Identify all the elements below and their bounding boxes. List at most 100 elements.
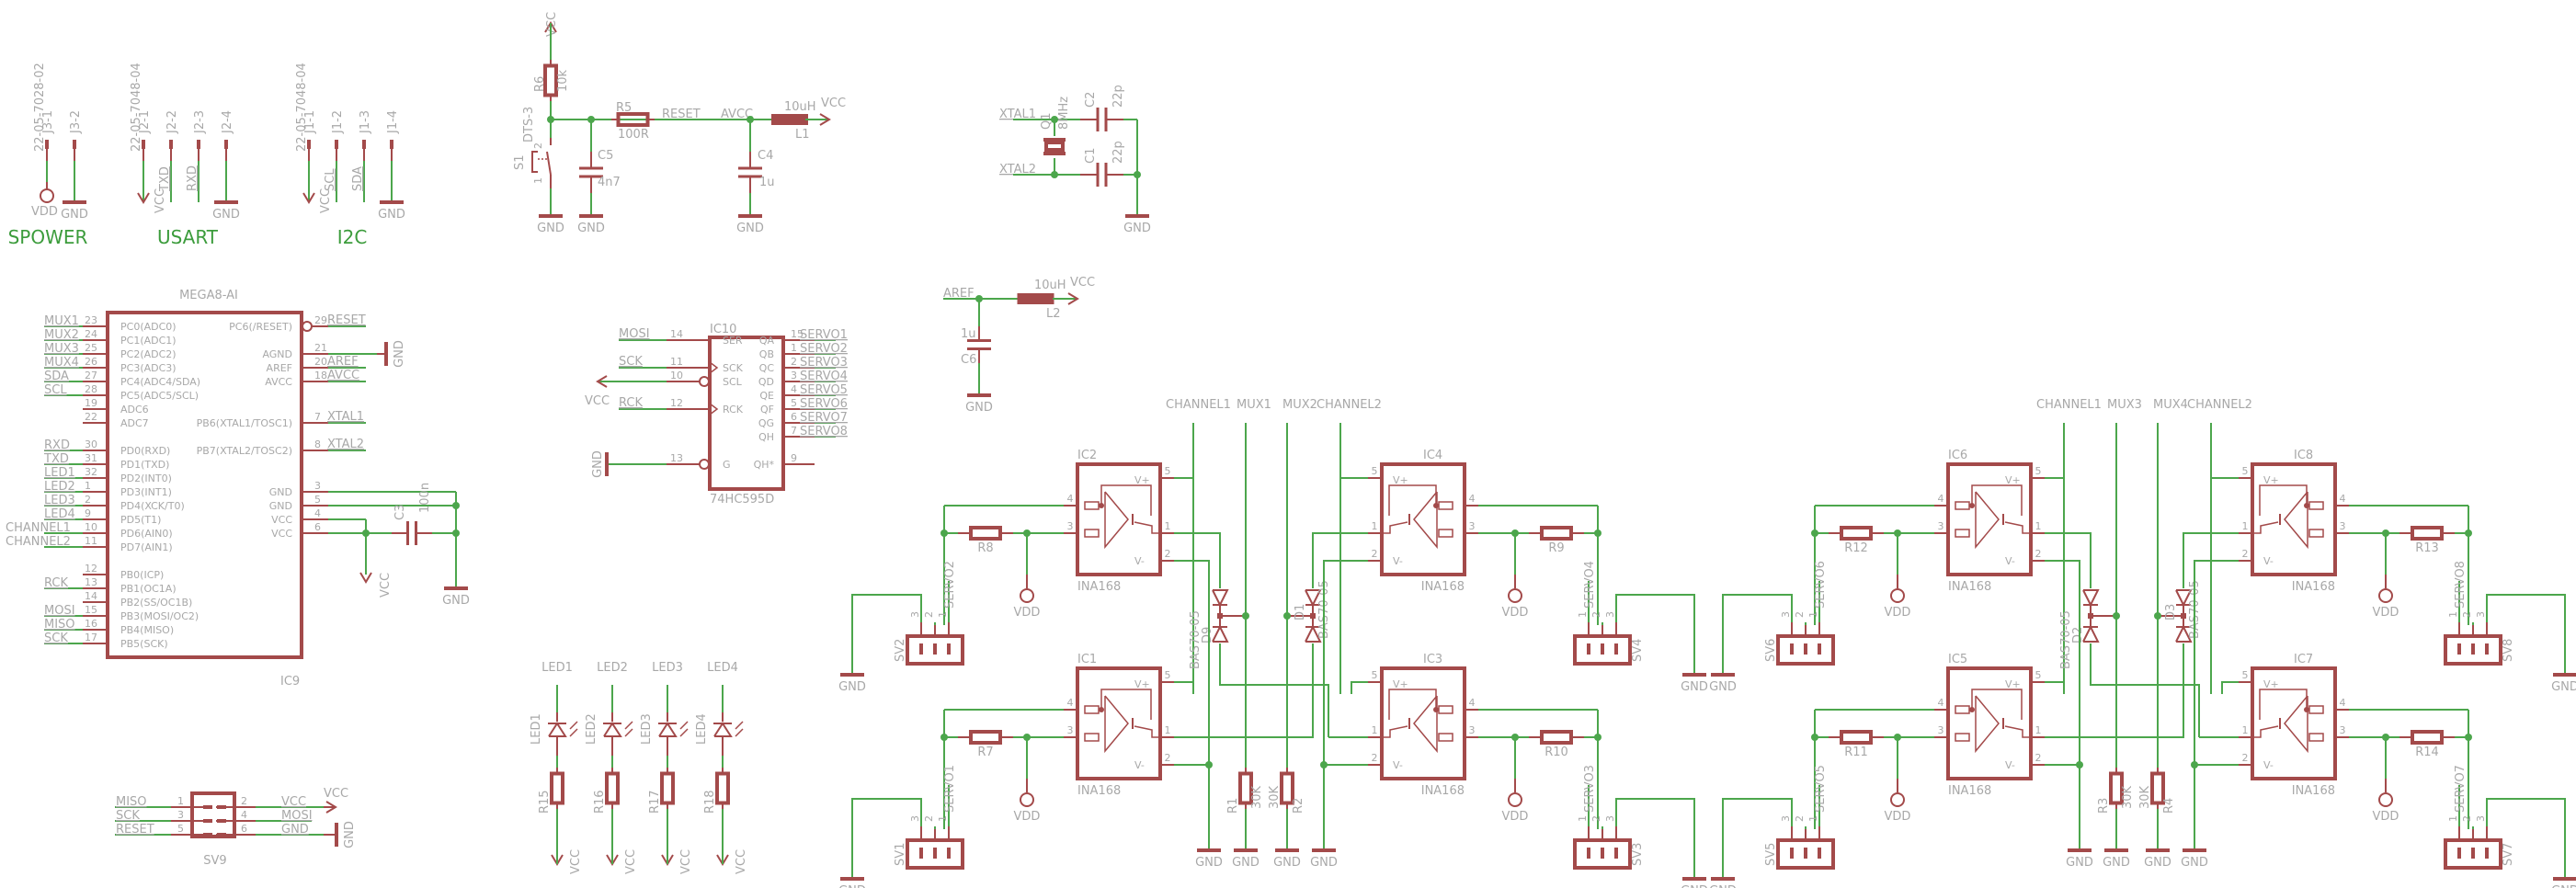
cap-plate-icon: [579, 175, 603, 178]
pin-label: J1-4: [386, 110, 400, 134]
resistor-body-icon: [1840, 526, 1873, 541]
internal-resistor-icon: [2308, 529, 2324, 538]
pin-function: GND: [269, 486, 292, 498]
sv-name: SV8: [2502, 639, 2515, 662]
ic9-name: IC9: [280, 675, 300, 689]
vdd-circle-icon: [2378, 792, 2393, 807]
ic-value: INA168: [1948, 784, 1991, 798]
led-name: LED1: [530, 713, 543, 745]
ic-name: IC4: [1423, 449, 1442, 462]
led-triangle-icon: [658, 722, 678, 737]
pin-number: 1: [937, 815, 949, 822]
pin-function: PD7(AIN1): [120, 541, 173, 553]
ic-name: IC5: [1948, 653, 1967, 666]
junction-dot: [362, 529, 370, 537]
pin-function: PC3(ADC3): [120, 362, 177, 374]
diode-name: D1: [1294, 604, 1307, 620]
pin-number: 3: [1604, 611, 1616, 618]
schematic-layer: 22-05-7028-02J3-1VDDJ3-2GNDSPOWER22-05-7…: [6, 12, 2576, 888]
vminus-label: V-: [2263, 759, 2274, 771]
pin-number: 3: [1780, 611, 1792, 618]
net-label: SCK: [44, 632, 68, 645]
sv-name: SV6: [1764, 639, 1778, 662]
pin-pad-icon: [217, 819, 226, 823]
pin-number: 6: [241, 823, 247, 835]
pin-function: QD: [758, 376, 774, 388]
inductor-body-icon: [1017, 293, 1054, 304]
pin-pad-icon: [1804, 848, 1807, 859]
pin-number: 12: [85, 563, 97, 575]
pin-pad-icon: [1587, 643, 1590, 655]
pulldown-resistor-icon: [1238, 768, 1253, 809]
sense-resistor-name: R12: [1844, 541, 1868, 555]
vdd-circle-icon: [2378, 588, 2393, 603]
pin-number: 2: [923, 611, 935, 618]
sv9-name: SV9: [203, 854, 226, 868]
gnd-label: GND: [838, 884, 866, 888]
xtal2-label: XTAL2: [999, 163, 1036, 176]
wire: [2090, 643, 2200, 737]
pin-function: AVCC: [265, 376, 292, 388]
pin-number: 3: [1469, 724, 1476, 736]
pin-number: 3: [2475, 815, 2487, 822]
c5-name: C5: [598, 149, 613, 163]
diode-triangle-icon: [1212, 624, 1229, 643]
wire: [851, 594, 922, 675]
led-ray-icon: [735, 721, 744, 730]
ic-name: IC3: [1423, 653, 1442, 666]
pulldown-resistor-icon: [2109, 768, 2124, 809]
vplus-label: V+: [2005, 678, 2021, 690]
pin-number: 3: [1604, 815, 1616, 822]
vcc-label: VCC: [821, 97, 846, 110]
led-resistor-icon: [550, 768, 564, 809]
capacitor-icon: [1080, 163, 1123, 187]
diode-triangle-icon: [2082, 624, 2100, 643]
pin-number: 1: [1577, 815, 1589, 822]
cap-plate-icon: [1104, 163, 1108, 187]
pin-number: 2: [1794, 611, 1806, 618]
gnd-symbol: GND: [838, 877, 866, 888]
led-resistor-name: R16: [593, 790, 607, 814]
pin-function: ADC7: [120, 417, 149, 429]
pin-number: 3: [1067, 520, 1074, 532]
pin-pad-icon: [2485, 643, 2489, 655]
internal-resistor-icon: [2308, 501, 2324, 510]
net-label: VDD: [31, 205, 58, 219]
led-icon: [603, 721, 633, 737]
vminus-label: V-: [2005, 555, 2015, 567]
net-label: RXD: [44, 438, 70, 452]
vdd-symbol: VDD: [1885, 588, 1910, 620]
c2-value: 22p: [1111, 85, 1125, 108]
sense-resistor-name: R9: [1548, 541, 1564, 555]
pin-number: 1: [2447, 611, 2459, 618]
gnd-label: GND: [1681, 884, 1708, 888]
sense-resistor-icon: [2399, 730, 2455, 745]
pin-pad-icon: [933, 643, 937, 655]
net-label: MUX4: [44, 356, 79, 370]
pin-number: 4: [1938, 697, 1944, 709]
pin-number: 3: [1938, 520, 1944, 532]
gnd-label: GND: [442, 594, 470, 608]
pin-number: 2: [1372, 548, 1378, 560]
pin-function: PD3(INT1): [120, 486, 172, 498]
diode-name: D9: [1201, 627, 1214, 643]
pin-pad-icon: [169, 140, 173, 149]
pin-number: 2: [2035, 752, 2042, 764]
pin-function: SER: [723, 335, 743, 347]
led-ray-icon: [569, 721, 578, 730]
gnd-symbol: GND: [61, 200, 88, 222]
vdd-label: VDD: [1014, 810, 1041, 824]
junction-dot: [1242, 612, 1249, 620]
net-label: RXD: [186, 165, 199, 191]
l1-value: 10uH: [784, 100, 816, 114]
vcc-arrow-icon: [302, 192, 315, 204]
pulldown-name: R3: [2097, 798, 2111, 814]
ic-value: INA168: [1077, 784, 1121, 798]
pin-pad-icon: [390, 140, 393, 149]
pin-number: 4: [1938, 493, 1944, 505]
